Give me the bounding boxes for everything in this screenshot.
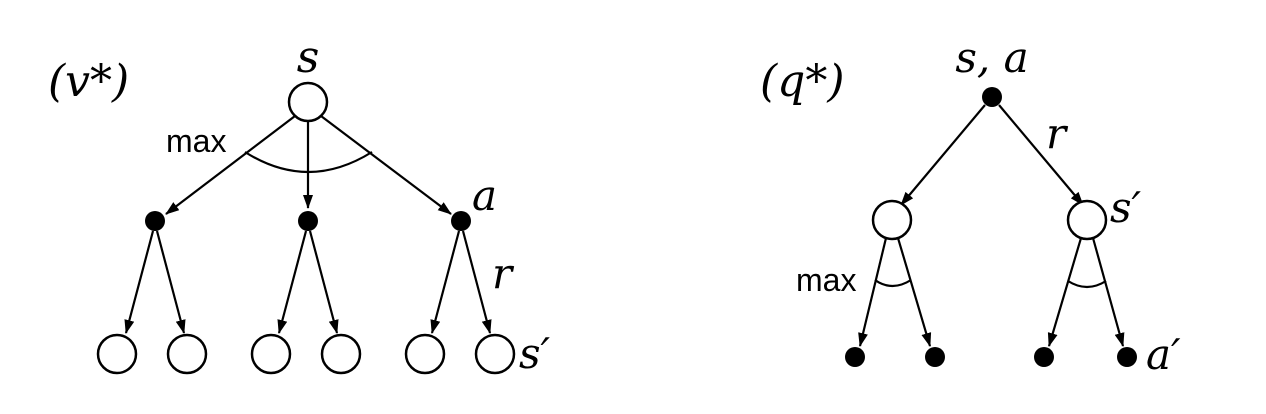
q-edge-root-state-1 [900, 104, 986, 206]
v-edge-a2-s4 [308, 230, 339, 334]
v-action-node-1 [145, 211, 165, 231]
v-next-state-label: s′ [519, 329, 551, 378]
q-edge-s1-a1 [858, 237, 888, 347]
q-root-action-node [982, 87, 1002, 107]
v-action-label: a [472, 171, 497, 220]
v-edge-a2-s3 [277, 230, 308, 334]
v-next-state-node-2 [166, 333, 208, 375]
v-reward-label: r [492, 249, 515, 298]
q-star-label: (q*) [760, 56, 845, 107]
q-edge-s2-a3 [1047, 237, 1083, 347]
v-edge-a3-s6 [461, 230, 492, 334]
q-next-action-node-1 [845, 347, 865, 367]
q-edge-s1-a2 [896, 237, 932, 347]
q-next-state-node-2 [1066, 199, 1108, 241]
q-next-state-label: s′ [1110, 183, 1142, 232]
q-next-action-node-2 [925, 347, 945, 367]
v-next-state-node-3 [250, 333, 292, 375]
q-next-action-node-3 [1034, 347, 1054, 367]
q-next-action-label: a′ [1146, 330, 1181, 379]
v-next-state-node-4 [320, 333, 362, 375]
v-edge-a1-s1 [124, 230, 155, 334]
v-star-label: (v*) [48, 56, 129, 107]
v-edge-root-action-3 [320, 115, 452, 215]
v-next-state-node-6 [474, 333, 516, 375]
v-max-arc [244, 151, 373, 174]
q-root-label: s, a [955, 33, 1028, 82]
v-next-state-node-1 [96, 333, 138, 375]
v-action-node-3 [451, 211, 471, 231]
v-star-diagram: (v*) s max a r s′ [48, 32, 551, 378]
v-max-label: max [166, 123, 226, 159]
v-edge-root-action-1 [165, 115, 296, 215]
q-next-state-node-1 [871, 199, 913, 241]
v-action-node-2 [298, 211, 318, 231]
q-star-diagram: (q*) s, a r s′ max a′ [760, 33, 1181, 379]
v-root-state-node [287, 81, 329, 123]
q-max-arc-1 [874, 279, 912, 288]
q-max-arc-2 [1067, 280, 1107, 289]
v-edge-a3-s5 [430, 230, 461, 334]
v-next-state-node-5 [404, 333, 446, 375]
q-next-action-node-4 [1117, 347, 1137, 367]
q-edge-root-state-2 [998, 104, 1084, 206]
v-root-state-label: s [297, 32, 320, 83]
q-reward-label: r [1046, 109, 1069, 158]
v-edge-a1-s2 [155, 230, 186, 334]
q-edge-s2-a4 [1091, 237, 1125, 347]
q-max-label: max [796, 262, 856, 298]
